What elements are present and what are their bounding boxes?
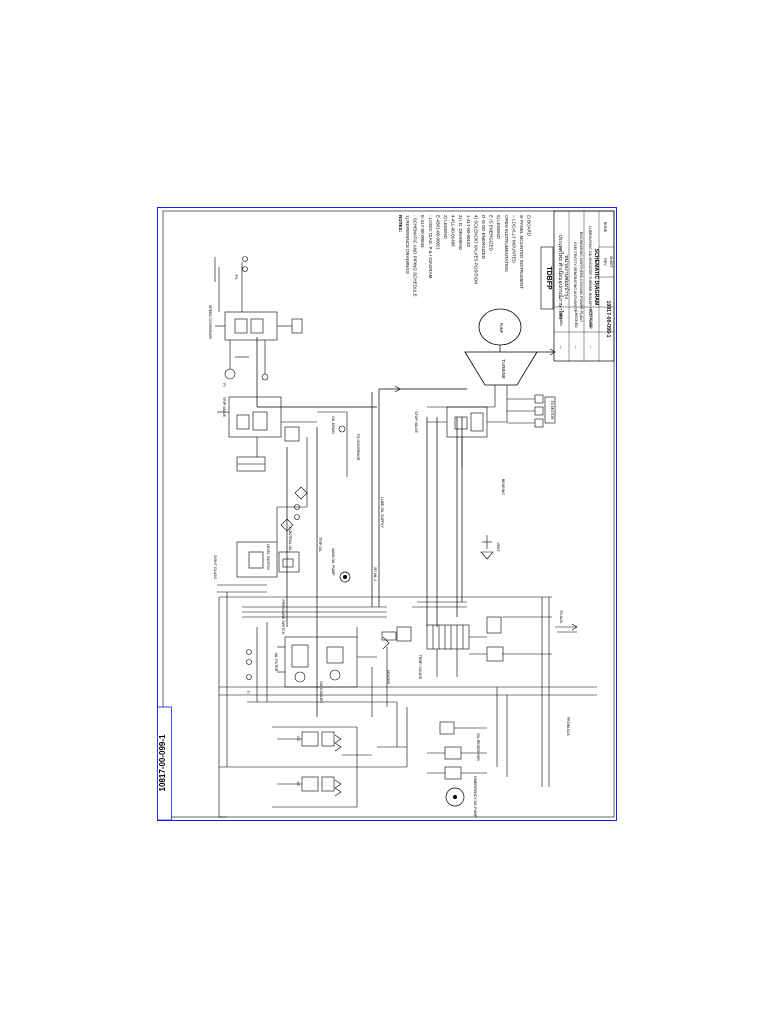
bottom-bus-lines: [219, 596, 597, 818]
svg-text:—: —: [559, 345, 563, 349]
heater-label: HEATER: [386, 670, 390, 685]
title-checked: CHECKED: [574, 310, 578, 328]
cooler-filter-cluster: [242, 606, 390, 717]
valve-cluster-middle: [217, 396, 348, 507]
notes-line: 1-417-00-00102: [466, 215, 471, 248]
notes-line: ○ LOCALLY MOUNTED: [511, 215, 516, 264]
sp-ml-label: SP. ML 4: [373, 567, 377, 581]
turbine-connections: [427, 385, 556, 428]
title-plant: ENGINEERING NORTHERN DIVISION POWER PLAN…: [579, 232, 583, 323]
schematic-diagram: 10817-00-099-1 ประเทศไทย ทำเนียบอุปกรณ์ภ…: [157, 207, 617, 821]
pump-symbol: PUMP: [478, 308, 522, 352]
to-motor-label: TO MOTOR: [550, 400, 554, 420]
logo-text: TDBFP: [545, 266, 552, 290]
notes-line: E IS ENERGIZED: [489, 215, 494, 252]
lube-oil-supply-line: [256, 337, 467, 717]
dc-label: DC: [296, 736, 300, 742]
oil-drain-label-middle: OIL DRAIN: [331, 416, 335, 434]
notes-line: E-417-00-00043: [420, 215, 425, 248]
central-filter-assembly: [381, 601, 552, 677]
title-block: ประเทศไทย ทำเนียบอุปกรณ์ภาษาไทย หน่วยงาน…: [553, 210, 615, 362]
notes-line: - LOGIC DIAG. P & I DIAGRAM: [428, 215, 433, 279]
bearing-label: BEARING: [501, 479, 505, 495]
notes-line: 1) REFERENCE DRAWINGS: [405, 215, 410, 274]
to-governor-label: TO GOVERNOR: [356, 434, 360, 461]
oil-reservoir-group: [427, 721, 487, 780]
title-drawn: DRAWN: [559, 312, 563, 326]
lube-oil-supply-label: LUBE OIL SUPPLY: [380, 497, 384, 529]
title-approved: APPROVED: [589, 309, 593, 329]
notes-line: OPEN INSTRUMENTATION: [504, 215, 509, 272]
svg-text:—: —: [574, 345, 578, 349]
level-switch-label: LEVEL SWITCH: [266, 544, 270, 571]
from-aux-label: FROM AUX.: [566, 717, 570, 737]
emergency-oil-pump-hub: [453, 795, 457, 799]
trip-valve-label: TRIP VALVE: [222, 397, 226, 418]
notes-line: 2) LEGEND: [443, 215, 448, 240]
stop-valve-label: STOP VALVE: [414, 411, 418, 433]
drawing-number-tab: [157, 706, 172, 821]
logo-box: [540, 246, 554, 310]
pressure-switch-label: PRESSURE SWITCH: [281, 600, 285, 635]
vent-bearing-marks: [480, 535, 578, 633]
trip-oil-label: TRIP OIL: [318, 537, 322, 552]
turbine-label: TURBINE: [501, 359, 506, 379]
valve-cluster-top: [214, 256, 303, 381]
to-aux-label: TO AUX.: [559, 610, 563, 624]
drawing-sheet: 10817-00-099-1 ประเทศไทย ทำเนียบอุปกรณ์ภ…: [157, 207, 617, 821]
notes-heading: NOTES:: [398, 215, 403, 233]
oil-reservoir-label: OIL RESERVOIR: [476, 733, 480, 761]
notes-line: - SCHEMATIC AND PIPING SCHEDULE: [413, 215, 418, 297]
title-company: ELECTRICITY GENERATING AUTHORITY: [573, 242, 577, 312]
sight-glass-label: SIGHT GLASS: [213, 555, 217, 580]
inner-frame: [162, 210, 615, 818]
notes-line: D IS DE-ENERGIZED: [481, 215, 486, 260]
vent-label: VENT: [496, 542, 500, 552]
svg-text:—: —: [589, 345, 593, 349]
title-org-line2: หน่วยงานซ่อมบำรุง: [563, 255, 570, 299]
notes-line: 4-411-00-01468: [451, 215, 456, 247]
pump-motor-group-left: [272, 726, 372, 808]
title-rev: REV: [603, 258, 607, 266]
title-org-line1: ประเทศไทย ทำเนียบอุปกรณ์ภาษาไทย: [557, 235, 565, 320]
oil-filter-label: OIL FILTER: [274, 653, 278, 672]
outer-frame: [157, 207, 617, 821]
pi-label-top: PI: [222, 383, 226, 386]
stop-valve-cluster: [427, 406, 507, 467]
ac-label: AC: [296, 782, 300, 787]
notes-block: NOTES:1) REFERENCE DRAWINGS - SCHEMATIC …: [398, 215, 532, 297]
notes-line: ⊖ PANEL MOUNTED INSTRUMENT: [519, 215, 524, 289]
emergency-oil-pump-label: EMERGENCY OIL PUMP: [473, 776, 477, 818]
main-oil-pump-hub: [343, 575, 347, 579]
pump-label: PUMP: [499, 323, 503, 334]
control-oil-label: CONTROL OIL: [288, 527, 292, 551]
notes-line: ⊡ BOARD: [527, 215, 532, 237]
turbine-symbol: TURBINE: [464, 348, 556, 386]
main-oil-pump-symbol: [339, 571, 351, 583]
title-sheet: SHEET: [609, 256, 613, 269]
ps-label-top: PS: [234, 275, 238, 280]
drawing-number-tab-text: 10817-00-099-1: [158, 734, 167, 791]
main-oil-pump-label: MAIN OIL PUMP: [331, 548, 335, 576]
notes-line: 5) LEGEND: [496, 215, 501, 240]
valve-cluster-lower: [217, 486, 308, 817]
temp-gauge-label: TEMP. GAUGE: [418, 655, 422, 680]
oil-cooler-label: OIL COOLER: [319, 681, 323, 703]
title-main: SCHEMATIC DIAGRAM: [593, 249, 599, 306]
notes-line: 3) I.D. DRAWING: [458, 215, 463, 251]
title-scale: NONE: [603, 222, 607, 233]
ti-label: TI: [246, 690, 250, 693]
title-dwg-no: 10817-00-099-1: [605, 301, 611, 338]
notes-line: E-4301-00-00021: [435, 215, 440, 251]
notes-line: 4) SOLENOID VALVES POSITION: [473, 215, 478, 284]
speed-governor-label: SPEED GOVERNOR: [208, 305, 212, 340]
emergency-oil-pump-symbol: [445, 787, 465, 807]
title-subject: LUBRICATING OIL BOOSTER TURBINE BOILER F…: [588, 226, 592, 329]
